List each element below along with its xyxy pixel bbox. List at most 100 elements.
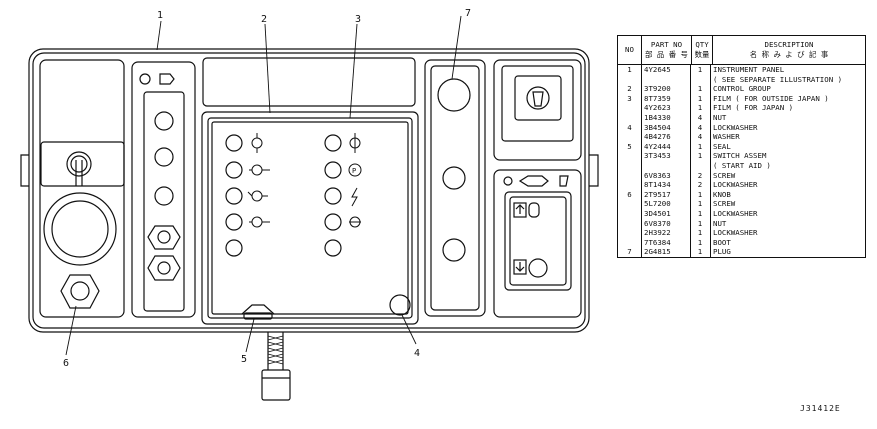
- lamp-r3: [324, 187, 342, 205]
- row-qty: 2: [697, 180, 703, 190]
- gauge-column-light-2: [442, 166, 466, 190]
- row-qty: 4: [697, 112, 703, 122]
- row-qty: 1: [697, 141, 703, 151]
- row-qty: 4: [697, 122, 703, 132]
- indicator-symbol-2: [159, 73, 175, 85]
- lamp-r1: [324, 134, 342, 152]
- row-description: INSTRUMENT PANEL: [713, 65, 785, 74]
- film-inner: [211, 121, 409, 315]
- row-part-no: 5L7200: [644, 199, 671, 209]
- row-no: [618, 132, 641, 142]
- row-no: [618, 103, 641, 113]
- row-part-no: 7T6384: [644, 237, 671, 247]
- rocker-switch: [526, 86, 550, 110]
- row-qty: 1: [697, 84, 703, 94]
- instrument-panel-drawing: P 1 2 3 7 6 5: [20, 8, 599, 401]
- lamp-symbols-left: [247, 133, 270, 228]
- svg-text:P: P: [352, 167, 356, 175]
- row-description: SCREW: [713, 199, 736, 209]
- indicator-symbol-1: [139, 73, 151, 85]
- start-aid-symbol-2: [518, 175, 549, 187]
- header-qty: QTY 数量: [692, 36, 713, 64]
- row-qty: 1: [697, 228, 703, 238]
- key-switch: [66, 151, 92, 177]
- row-part-no: 8T1434: [644, 180, 671, 190]
- row-no: 1: [627, 65, 632, 74]
- switch-window: [514, 75, 562, 121]
- header-description: DESCRIPTION 名 称 み よ び 記 事: [749, 40, 829, 59]
- lower-right-lamp: [389, 294, 411, 316]
- hex-knob-1: [147, 225, 181, 250]
- row-no: [618, 238, 641, 248]
- table-row: ( START AID ): [618, 161, 865, 171]
- row-qty: 1: [697, 151, 703, 161]
- row-part-no: 3T9200: [644, 84, 671, 94]
- row-part-no: [641, 161, 690, 171]
- row-part-no: 6V8363: [644, 170, 671, 180]
- row-no: [618, 151, 641, 161]
- hex-knob-2: [147, 255, 181, 281]
- header-part-no: PART NO 部 品 番 号: [642, 36, 692, 64]
- row-part-no: 1B4330: [644, 112, 671, 122]
- row-qty: [690, 161, 710, 171]
- row-part-no: 8T7359: [644, 93, 671, 103]
- hex-knob-2-inner: [157, 261, 171, 275]
- start-aid-up-arrow-box: [513, 202, 527, 218]
- right-upper-box: [493, 59, 582, 161]
- row-part-no: 4B4276: [644, 132, 671, 142]
- row-description: PLUG: [713, 247, 731, 257]
- lamp-l1: [225, 134, 243, 152]
- callout-5: 5: [241, 354, 247, 365]
- row-no: [618, 171, 641, 181]
- row-description: WASHER: [713, 132, 740, 142]
- lamp-l5: [225, 239, 243, 257]
- gauge-large-inner: [51, 200, 109, 258]
- parts-table: NO PART NO 部 品 番 号 QTY 数量 DESCRIPTION 名 …: [617, 35, 866, 258]
- start-aid-lamp-top: [528, 202, 540, 218]
- row-no: [618, 113, 641, 123]
- row-part-no: 2H3922: [644, 228, 671, 238]
- row-part-no: [641, 75, 690, 85]
- row-description: ( START AID ): [713, 160, 771, 170]
- row-qty: 1: [697, 103, 703, 113]
- row-no: 3: [627, 93, 632, 103]
- key-switch-inner: [70, 155, 88, 173]
- film-frame: [207, 117, 413, 319]
- callout-7: 7: [465, 8, 471, 19]
- up-arrow-icon: [515, 204, 525, 214]
- row-qty: 1: [697, 199, 703, 209]
- indicator-light-1: [154, 111, 174, 131]
- hex-plug-inner: [70, 281, 90, 301]
- row-description: LOCKWASHER: [713, 208, 758, 218]
- callout-4: 4: [414, 348, 420, 359]
- parts-table-header: NO PART NO 部 品 番 号 QTY 数量 DESCRIPTION 名 …: [618, 36, 865, 65]
- right-lower-box: [493, 169, 582, 318]
- row-part-no: 6V8370: [644, 218, 671, 228]
- row-part-no: 2G4815: [644, 247, 671, 257]
- row-no: [618, 180, 641, 190]
- gauge-column: [424, 59, 486, 317]
- row-no: [618, 209, 641, 219]
- lamp-symbols-right: P: [348, 133, 362, 228]
- row-no: 7: [627, 247, 632, 257]
- row-no: 4: [627, 122, 632, 132]
- lamp-l4: [225, 213, 243, 231]
- row-qty: 1: [697, 65, 703, 74]
- row-description: LOCKWASHER: [713, 228, 758, 238]
- switch-plate: [501, 65, 574, 142]
- row-no: 5: [627, 141, 632, 151]
- row-part-no: 3B4504: [644, 122, 671, 132]
- lamp-l3: [225, 187, 243, 205]
- row-qty: 4: [697, 132, 703, 142]
- indicator-section: [131, 61, 196, 318]
- row-qty: 1: [697, 189, 703, 199]
- gauge-column-inner: [430, 65, 480, 311]
- lamp-r2: [324, 161, 342, 179]
- left-tab: [20, 154, 29, 187]
- row-description: LOCKWASHER: [713, 122, 758, 132]
